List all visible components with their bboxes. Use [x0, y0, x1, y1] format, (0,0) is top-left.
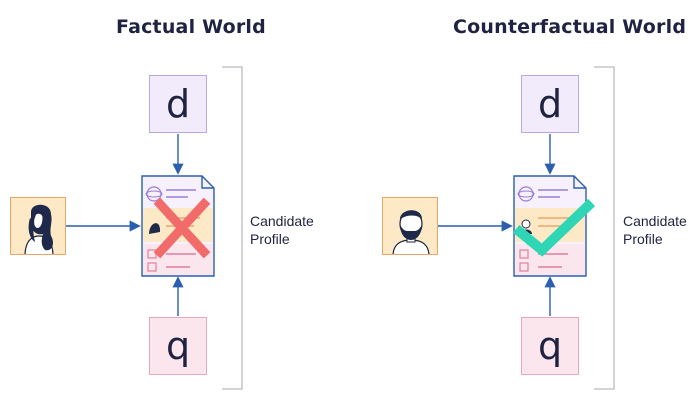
factual-label-line2: Profile — [250, 231, 290, 247]
factual-label-line1: Candidate — [250, 213, 314, 229]
counterfactual-profile-document — [513, 175, 587, 277]
counterfactual-world-title: Counterfactual World — [453, 16, 687, 38]
counterfactual-q-box: q — [521, 317, 579, 375]
cross-mark-icon — [153, 197, 211, 259]
factual-candidate-profile-label: Candidate Profile — [250, 212, 314, 248]
female-person-icon — [24, 204, 54, 254]
factual-q-box: q — [149, 317, 207, 375]
male-person-icon — [392, 210, 430, 254]
counterfactual-bracket — [594, 66, 615, 390]
factual-bracket — [222, 66, 243, 390]
male-candidate-avatar — [382, 197, 438, 255]
factual-world-title: Factual World — [116, 16, 266, 38]
check-mark-icon — [512, 198, 596, 257]
counterfactual-candidate-profile-label: Candidate Profile — [623, 212, 687, 248]
counterfactual-label-line1: Candidate — [623, 213, 687, 229]
counterfactual-label-line2: Profile — [623, 231, 663, 247]
factual-d-box: d — [149, 75, 207, 133]
counterfactual-d-box: d — [521, 75, 579, 133]
female-candidate-avatar — [10, 197, 66, 255]
